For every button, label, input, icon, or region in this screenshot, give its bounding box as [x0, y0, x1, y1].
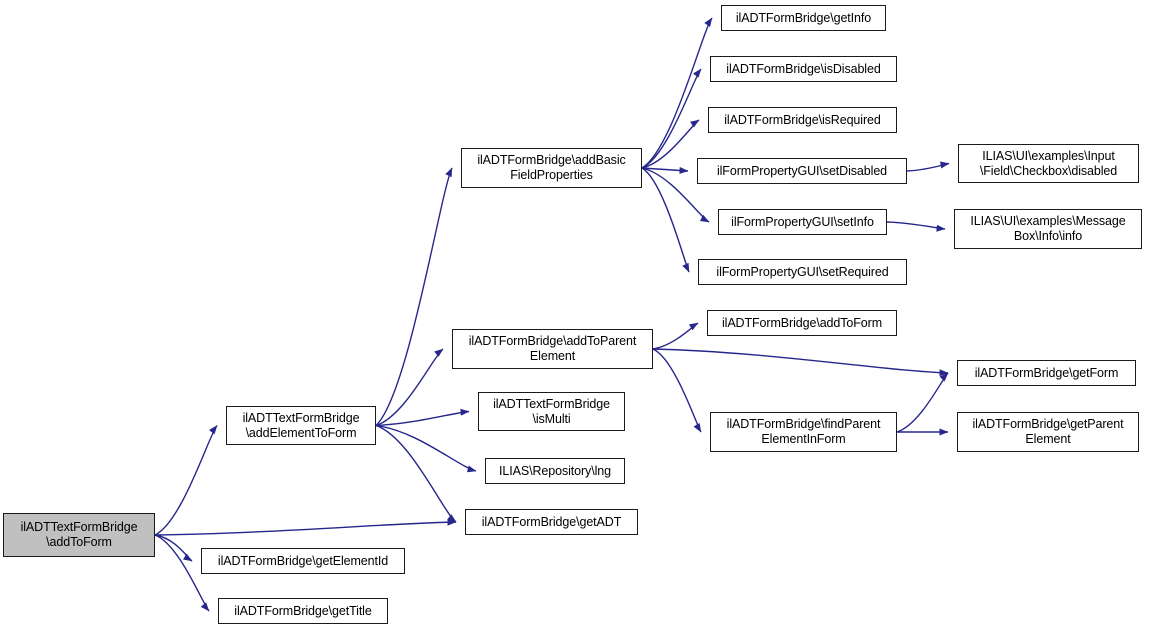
- graph-edge-setInfo-to-messageBoxInfo: [886, 221, 946, 232]
- graph-edge-addElementToForm-to-lng: [375, 424, 477, 473]
- graph-node-messageBoxInfo[interactable]: ILIAS\UI\examples\Message Box\Info\info: [954, 209, 1142, 249]
- graph-node-label: ilADTFormBridge\getForm: [974, 365, 1119, 380]
- graph-edge-addBasicFieldProperties-to-isDisabled: [641, 68, 702, 169]
- graph-edge-setDisabled-to-checkboxDisabled: [906, 161, 950, 172]
- graph-node-label: ilADTFormBridge\isDisabled: [726, 61, 881, 76]
- graph-node-isDisabled[interactable]: ilADTFormBridge\isDisabled: [710, 56, 897, 82]
- graph-edge-addElementToForm-to-addBasicFieldProperties: [375, 167, 453, 427]
- graph-node-setDisabled[interactable]: ilFormPropertyGUI\setDisabled: [697, 158, 907, 184]
- graph-node-label: ILIAS\UI\examples\Input \Field\Checkbox\…: [979, 148, 1118, 178]
- graph-edge-addBasicFieldProperties-to-getInfo: [641, 17, 713, 169]
- graph-edge-addToParentElement-to-addToForm: [652, 322, 699, 350]
- graph-node-label: ilADTTextFormBridge \addToForm: [20, 520, 138, 549]
- graph-node-label: ilADTFormBridge\getParent Element: [972, 417, 1124, 446]
- graph-node-label: ilADTFormBridge\getInfo: [735, 10, 872, 25]
- graph-edge-root-to-addElementToForm: [154, 425, 218, 536]
- graph-edge-root-to-getElementId: [154, 534, 193, 562]
- graph-node-label: ilADTFormBridge\findParent ElementInForm: [726, 417, 881, 446]
- graph-node-checkboxDisabled[interactable]: ILIAS\UI\examples\Input \Field\Checkbox\…: [958, 144, 1139, 183]
- graph-edge-addBasicFieldProperties-to-isRequired: [641, 119, 700, 169]
- graph-edge-addBasicFieldProperties-to-setDisabled: [641, 166, 689, 174]
- graph-node-label: ilADTTextFormBridge \addElementToForm: [242, 410, 360, 440]
- graph-node-label: ilADTFormBridge\getTitle: [234, 603, 372, 618]
- graph-node-lng[interactable]: ILIAS\Repository\lng: [485, 458, 625, 484]
- graph-edge-addBasicFieldProperties-to-setRequired: [641, 167, 690, 273]
- graph-node-root[interactable]: ilADTTextFormBridge \addToForm: [3, 513, 155, 557]
- graph-node-isRequired[interactable]: ilADTFormBridge\isRequired: [708, 107, 897, 133]
- graph-node-findParentElementInForm[interactable]: ilADTFormBridge\findParent ElementInForm: [710, 412, 897, 452]
- graph-node-label: ilFormPropertyGUI\setRequired: [716, 264, 889, 279]
- graph-node-label: ilADTTextFormBridge \isMulti: [493, 396, 610, 426]
- graph-edge-addElementToForm-to-addToParentElement: [375, 348, 444, 427]
- graph-node-label: ilADTFormBridge\addToParent Element: [468, 334, 637, 363]
- graph-node-label: ilADTFormBridge\getElementId: [217, 553, 389, 568]
- graph-node-label: ILIAS\Repository\lng: [499, 463, 611, 478]
- graph-node-addElementToForm[interactable]: ilADTTextFormBridge \addElementToForm: [226, 406, 376, 445]
- graph-node-addToForm[interactable]: ilADTFormBridge\addToForm: [707, 310, 897, 336]
- graph-node-setInfo[interactable]: ilFormPropertyGUI\setInfo: [718, 209, 887, 235]
- graph-node-label: ilFormPropertyGUI\setInfo: [731, 214, 874, 229]
- graph-node-addBasicFieldProperties[interactable]: ilADTFormBridge\addBasic FieldProperties: [461, 148, 642, 188]
- graph-node-getElementId[interactable]: ilADTFormBridge\getElementId: [201, 548, 405, 574]
- graph-node-label: ilADTFormBridge\addBasic FieldProperties: [477, 153, 626, 182]
- graph-edge-addElementToForm-to-isMulti: [375, 408, 470, 427]
- graph-node-label: ilADTFormBridge\getADT: [481, 514, 622, 529]
- graph-node-getParentElement[interactable]: ilADTFormBridge\getParent Element: [957, 412, 1139, 452]
- graph-edge-root-to-getADT: [154, 518, 457, 536]
- graph-node-isMulti[interactable]: ilADTTextFormBridge \isMulti: [478, 392, 625, 431]
- graph-edge-addElementToForm-to-getADT: [375, 424, 457, 523]
- graph-node-getInfo[interactable]: ilADTFormBridge\getInfo: [721, 5, 886, 31]
- graph-node-addToParentElement[interactable]: ilADTFormBridge\addToParent Element: [452, 329, 653, 369]
- graph-node-label: ilFormPropertyGUI\setDisabled: [716, 163, 888, 178]
- graph-node-label: ilADTFormBridge\isRequired: [724, 112, 881, 127]
- graph-edge-addToParentElement-to-getForm: [652, 348, 949, 377]
- graph-edge-findParentElementInForm-to-getForm: [896, 372, 949, 433]
- graph-node-getForm[interactable]: ilADTFormBridge\getForm: [957, 360, 1136, 386]
- graph-node-label: ILIAS\UI\examples\Message Box\Info\info: [970, 214, 1126, 243]
- graph-node-label: ilADTFormBridge\addToForm: [721, 315, 883, 330]
- graph-node-getADT[interactable]: ilADTFormBridge\getADT: [465, 509, 638, 535]
- graph-node-setRequired[interactable]: ilFormPropertyGUI\setRequired: [698, 259, 907, 285]
- graph-edge-addToParentElement-to-findParentElementInForm: [652, 348, 702, 433]
- graph-node-getTitle[interactable]: ilADTFormBridge\getTitle: [218, 598, 388, 624]
